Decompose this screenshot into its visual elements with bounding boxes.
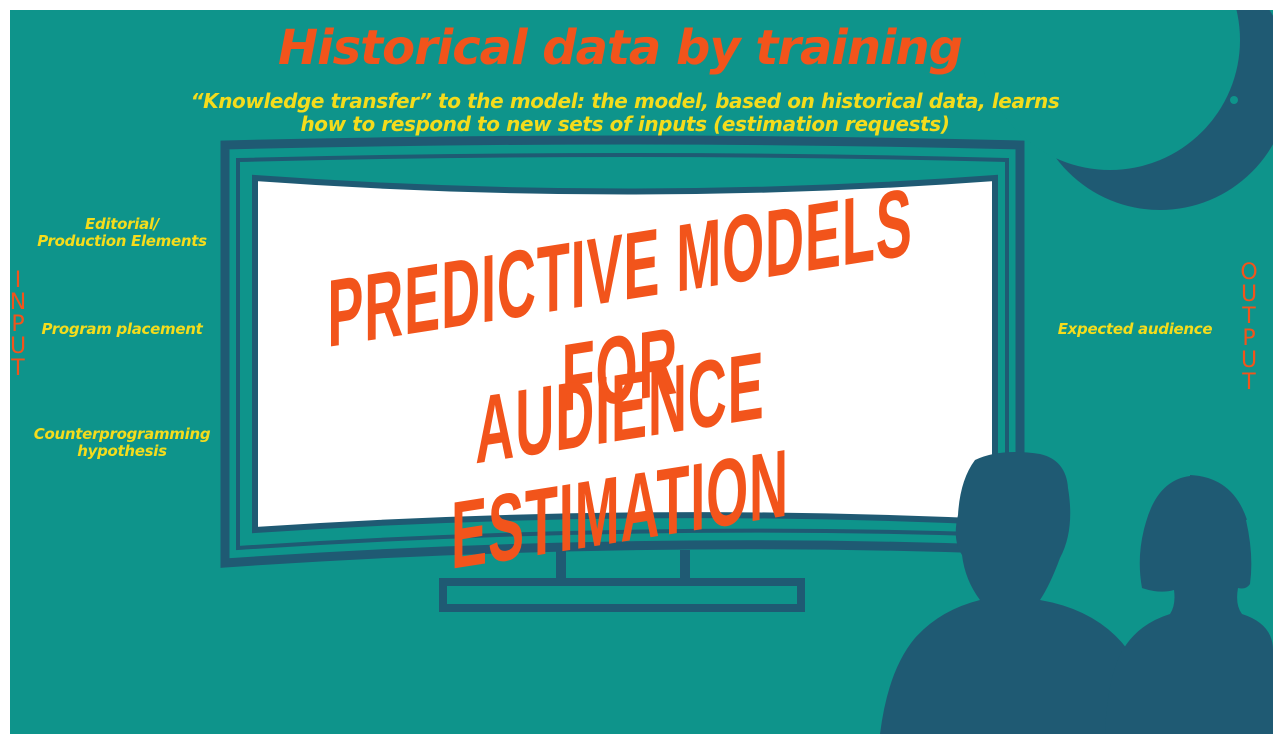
output-item-line: Expected audience (1057, 320, 1213, 338)
input-item-line: hypothesis (77, 442, 167, 460)
woman-silhouette-icon (1105, 475, 1273, 734)
output-item-expected-audience: Expected audience (1050, 321, 1220, 338)
input-item-placement: Program placement (22, 321, 222, 338)
output-letter: O (1240, 260, 1258, 285)
subtitle-line-1: “Knowledge transfer” to the model: the m… (190, 89, 1060, 113)
input-letter: P (11, 312, 25, 337)
subtitle: “Knowledge transfer” to the model: the m… (130, 90, 1120, 136)
tv-screen-icon (220, 135, 1025, 612)
input-item-line: Production Elements (37, 232, 207, 250)
input-letter: U (10, 334, 27, 359)
output-letter: T (1242, 304, 1256, 329)
input-item-counterprogramming: Counterprogramming hypothesis (22, 426, 222, 460)
input-item-line: Editorial/ (85, 215, 159, 233)
input-letter: I (14, 268, 22, 293)
slide-canvas: Historical data by training “Knowledge t… (10, 10, 1273, 734)
input-item-line: Program placement (41, 320, 203, 338)
illustration (220, 10, 1273, 734)
output-letter: U (1240, 348, 1258, 373)
output-letter: P (1242, 326, 1256, 351)
input-item-line: Counterprogramming (33, 425, 211, 443)
input-item-editorial: Editorial/ Production Elements (22, 216, 222, 250)
page-title: Historical data by training (277, 20, 963, 76)
input-letter: T (11, 356, 25, 381)
output-letter: T (1242, 370, 1256, 395)
output-letter: U (1240, 282, 1258, 307)
input-letter: N (10, 290, 27, 315)
input-side-label: I N P U T (10, 270, 29, 380)
subtitle-line-2: how to respond to new sets of inputs (es… (300, 112, 950, 136)
output-side-label: O U T P U T (1238, 262, 1260, 394)
crescent-moon-icon (980, 10, 1273, 210)
man-silhouette-icon (880, 452, 1150, 734)
